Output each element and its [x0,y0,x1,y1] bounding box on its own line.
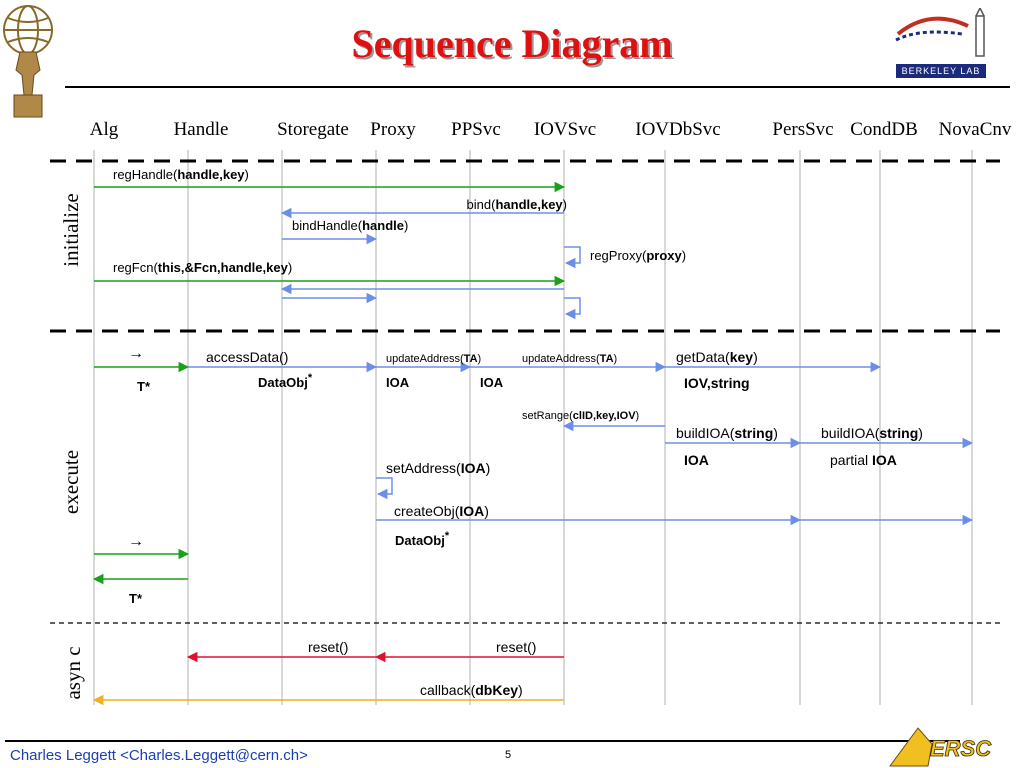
lifeline-label-novacnv: NovaCnv [939,119,1012,140]
lifeline-label-proxy: Proxy [370,119,416,140]
lifeline-label-handle: Handle [174,119,229,140]
arrow-regproxy-self [564,246,581,269]
label-updateaddress-2: updateAddress(TA) [522,353,617,365]
lifeline-label-storegate: Storegate [277,119,349,140]
nersc-logo-text: ERSC [930,736,992,761]
label-setaddress: setAddress(IOA) [386,460,490,476]
lifeline-label-conddb: CondDB [850,119,918,140]
label-buildioa-2: buildIOA(string) [821,425,923,441]
label-ioa-1: IOA [386,375,410,390]
atlas-figure-icon [13,51,43,118]
berkeley-lab-logo-text: BERKELEY LAB [896,64,986,78]
page-number: 5 [505,749,512,761]
lifeline-label-iovdbsvc: IOVDbSvc [635,119,721,140]
berkeley-lab-logo [895,8,985,57]
page-title: Sequence Diagram [351,21,673,66]
lifeline-label-perssvc: PersSvc [772,119,833,140]
label-partial-ioa: partial IOA [830,452,897,468]
label-reset-2: reset() [496,639,536,655]
label-tstar-1: T* [137,379,151,394]
atlas-logo [3,5,53,118]
phase-label-initialize: initialize [59,193,83,266]
label-dataobj-1: DataObj* [258,372,313,390]
lifeline-label-iovsvc: IOVSvc [534,119,596,140]
lifelines [93,150,973,705]
lifeline-label-alg: Alg [90,119,119,140]
label-bind: bind(handle,key) [467,197,567,212]
label-buildioa-1: buildIOA(string) [676,425,778,441]
label-regproxy: regProxy(proxy) [590,248,686,263]
arrow-iovsvc-self [564,297,581,320]
phase-label-asyn: asyn c [61,646,85,699]
label-updateaddress-1: updateAddress(TA) [386,353,481,365]
label-dataobj-2: DataObj* [395,530,450,548]
label-callback: callback(dbKey) [420,682,523,698]
label-ioa-2: IOA [480,375,504,390]
label-createobj: createObj(IOA) [394,503,489,519]
label-reghandle: regHandle(handle,key) [113,167,249,182]
label-setrange: setRange(clID,key,IOV) [522,410,639,422]
label-accessdata: accessData() [206,349,288,365]
label-reset-1: reset() [308,639,348,655]
label-arrow-symbol-2: → [128,533,144,550]
label-bindhandle: bindHandle(handle) [292,218,408,233]
lifeline-label-ppsvc: PPSvc [451,119,501,140]
phase-label-execute: execute [59,450,83,514]
label-ioa-3: IOA [684,452,709,468]
label-iov-string: IOV,string [684,375,750,391]
label-regfcn: regFcn(this,&Fcn,handle,key) [113,260,292,275]
arrow-setaddress-self [376,477,393,500]
label-tstar-2: T* [129,591,143,606]
label-getdata: getData(key) [676,349,758,365]
footer-author: Charles Leggett <Charles.Leggett@cern.ch… [10,747,308,764]
label-arrow-symbol-1: → [128,345,144,362]
nersc-logo: ERSC [889,727,993,767]
